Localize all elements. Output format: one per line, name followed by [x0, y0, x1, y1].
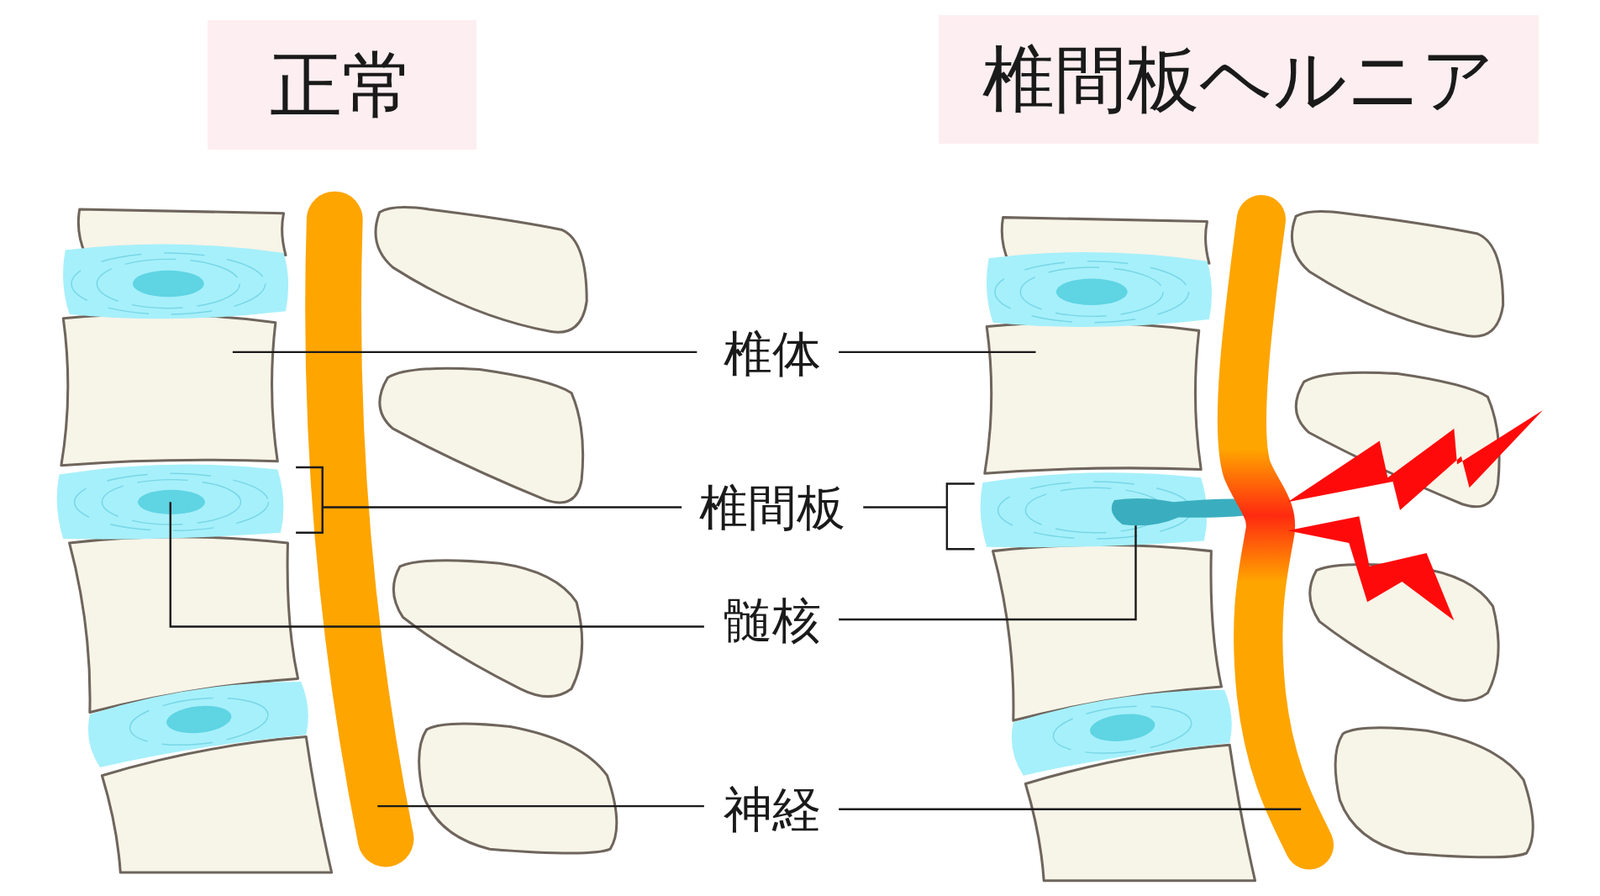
vertebral-body — [984, 321, 1201, 474]
nucleus-pulposus — [164, 702, 233, 737]
normal-spine — [61, 207, 617, 874]
nucleus-pulposus — [132, 270, 205, 298]
part-label: 神経 — [718, 781, 827, 838]
disc-ring — [1020, 267, 1164, 316]
leader-line — [838, 351, 1036, 353]
nucleus-pulposus — [1056, 278, 1128, 306]
spinous-process — [1291, 210, 1503, 337]
spinous-process — [379, 368, 584, 503]
pain-bolt — [1287, 515, 1454, 621]
part-label: 椎間板 — [694, 478, 851, 536]
disc-ring — [1051, 700, 1195, 759]
spinous-process — [393, 560, 582, 697]
herniated-nucleus — [1111, 498, 1253, 526]
title-box: 正常 — [207, 20, 478, 150]
leader-lines — [170, 352, 1301, 810]
disc-ring — [71, 252, 266, 315]
disc-ring — [994, 261, 1190, 323]
intervertebral-disc — [986, 252, 1212, 327]
title-text: 正常 — [269, 45, 415, 126]
spinous-process — [1310, 564, 1499, 701]
nerve — [333, 219, 386, 839]
part-label: 椎体 — [718, 326, 827, 383]
disc-ring — [96, 258, 240, 308]
normal-discs — [57, 243, 309, 768]
leader-line — [232, 351, 698, 353]
intervertebral-disc — [88, 681, 309, 768]
spinous-process — [1335, 727, 1533, 858]
herniated-spine — [984, 217, 1256, 881]
title-text: 椎間板ヘルニア — [982, 39, 1495, 120]
bracket — [947, 483, 975, 549]
spinous-process — [419, 723, 617, 853]
pain-bolt — [1287, 410, 1543, 511]
vertebral-body — [61, 314, 278, 466]
bracket — [295, 467, 323, 533]
intervertebral-disc — [63, 243, 289, 319]
intervertebral-disc — [1011, 689, 1232, 776]
leader-line — [838, 808, 1301, 811]
leader-line — [377, 805, 705, 807]
spinous-process — [375, 207, 587, 333]
part-label: 髄核 — [718, 592, 827, 649]
title-box: 椎間板ヘルニア — [938, 15, 1539, 144]
nucleus-pulposus — [1088, 710, 1157, 745]
leader-line — [170, 501, 705, 627]
leader-line — [838, 525, 1136, 620]
leader-line — [322, 505, 682, 508]
leader-line — [863, 505, 948, 508]
disc-ring — [127, 691, 271, 751]
